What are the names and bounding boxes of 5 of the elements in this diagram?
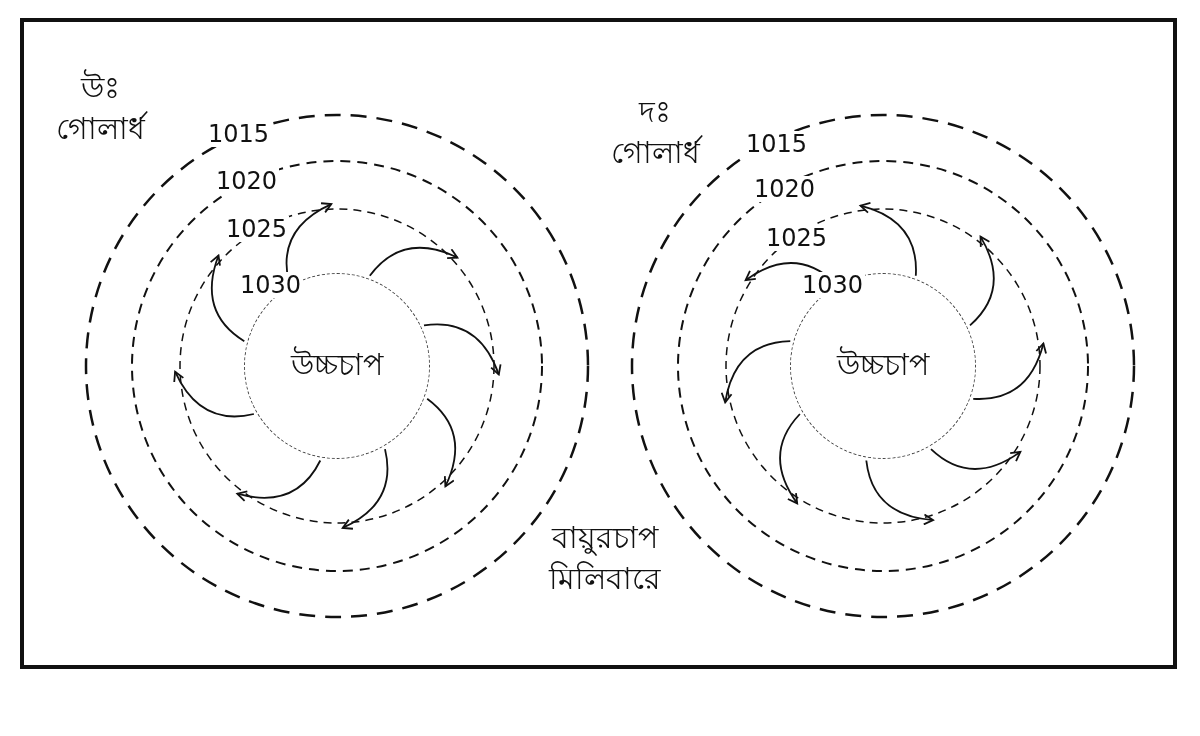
pressure-unit-note: বায়ুরচাপ মিলিবারে xyxy=(547,519,662,598)
pressure-label: উচ্চচাপ xyxy=(291,345,383,384)
pressure-label: উচ্চচাপ xyxy=(837,345,929,384)
hemisphere-label: উঃ গোলার্ধ xyxy=(40,68,160,149)
hemisphere-label: দঃ গোলার্ধ xyxy=(595,92,715,173)
